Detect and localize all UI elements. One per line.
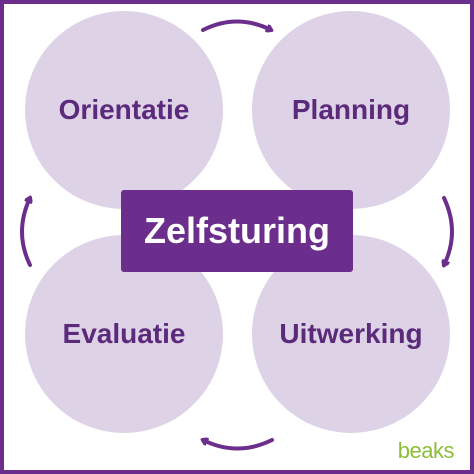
stage-label-planning: Planning (291, 94, 411, 125)
center-box: Zelfsturing (121, 190, 353, 272)
beaks-logo: beaks (397, 438, 455, 463)
stage-label-uitwerking: Uitwerking (279, 318, 423, 349)
arrow-top (201, 19, 271, 31)
arrow-bottom (203, 440, 274, 451)
arrow-right (444, 196, 454, 265)
center-label: Zelfsturing (144, 210, 330, 251)
stage-label-evaluatie: Evaluatie (62, 318, 186, 349)
stage-label-orientatie: Orientatie (58, 94, 190, 125)
arrow-left (20, 198, 30, 267)
